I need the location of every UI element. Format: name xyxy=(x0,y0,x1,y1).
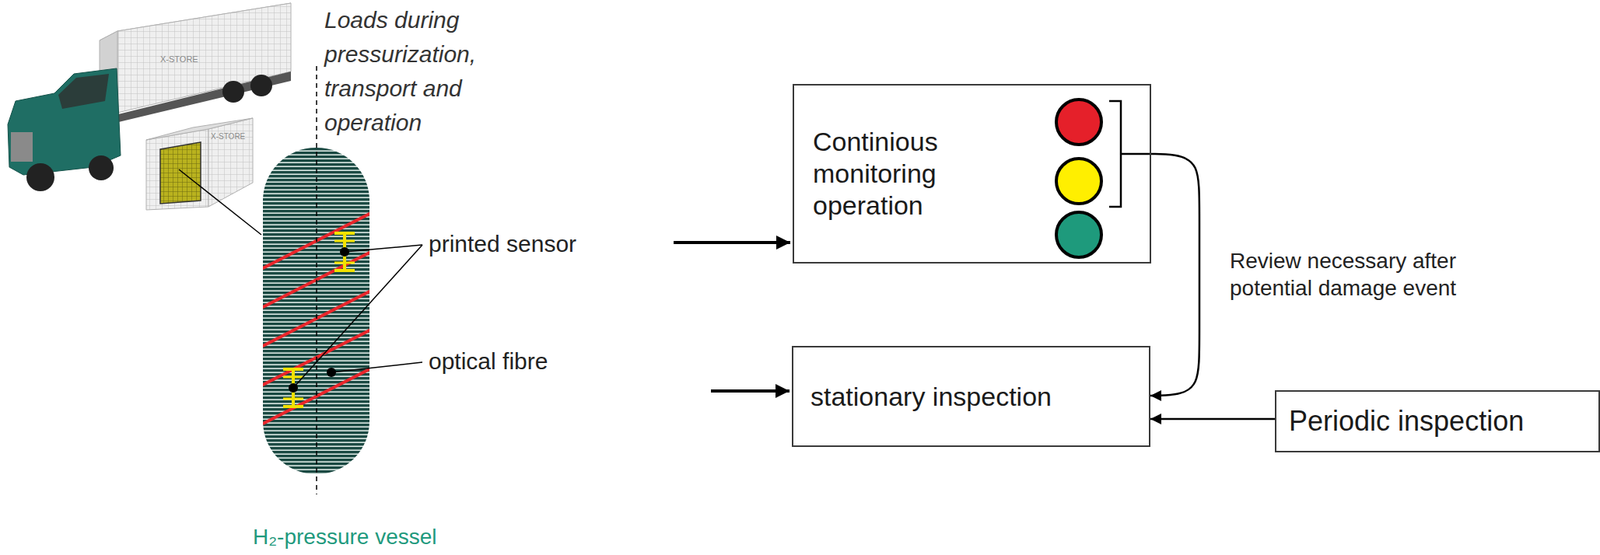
edge-label: Review necessary after potential damage … xyxy=(1229,247,1596,302)
sensor-symbol xyxy=(334,233,355,271)
truck-illustration xyxy=(250,74,273,97)
bracket xyxy=(1109,101,1121,207)
truck-illustration xyxy=(58,73,109,109)
sensor-symbol xyxy=(334,262,355,265)
truck-illustration xyxy=(7,3,291,211)
input-arrow xyxy=(673,241,791,245)
traffic-light xyxy=(1056,99,1102,258)
traffic-light xyxy=(1056,158,1102,204)
truck-illustration xyxy=(108,71,291,125)
axis-line xyxy=(315,66,318,495)
sensor-symbol xyxy=(334,231,355,235)
container-marking: X-STORE xyxy=(210,132,246,142)
traffic-light xyxy=(1056,99,1102,145)
part-label: printed sensor xyxy=(428,230,577,259)
leader-dot xyxy=(288,383,298,393)
truck-illustration xyxy=(26,163,55,192)
monitoring-box: Continious monitoring operation xyxy=(792,84,1152,264)
vessel-caption: H₂-pressure vessel xyxy=(252,524,438,551)
input-arrow xyxy=(710,389,790,393)
leader-dot xyxy=(339,247,350,257)
sensor-symbol xyxy=(283,398,304,401)
input-arrow xyxy=(673,242,791,392)
inspection-box: Periodic inspection xyxy=(1274,390,1600,453)
bracket xyxy=(1120,153,1152,156)
leader-line xyxy=(293,245,423,389)
box-label: Continious monitoring operation xyxy=(812,126,984,221)
traffic-light xyxy=(1056,212,1102,258)
box-label: Periodic inspection xyxy=(1288,404,1524,438)
sensor-symbol xyxy=(283,405,304,409)
bracket xyxy=(1109,101,1152,207)
leader-line xyxy=(178,169,262,235)
inspection-box: stationary inspection xyxy=(791,346,1151,448)
truck-illustration xyxy=(10,132,33,162)
truck-illustration xyxy=(146,129,209,211)
leader-dot xyxy=(326,367,337,378)
box-label: stationary inspection xyxy=(810,381,1052,414)
sensor-symbol xyxy=(283,369,304,407)
leader-line xyxy=(344,245,423,253)
truck-illustration xyxy=(160,142,201,204)
part-label: optical fibre xyxy=(428,347,548,376)
leader-dot xyxy=(288,247,350,393)
flow-connector xyxy=(1150,154,1200,396)
truck-illustration xyxy=(208,118,253,207)
sensor-symbol xyxy=(334,269,355,273)
sensor-symbol xyxy=(334,240,355,243)
sensor-symbol xyxy=(283,367,304,372)
sensor-symbol xyxy=(283,376,304,379)
truck-illustration xyxy=(222,80,245,103)
leader-line xyxy=(293,245,423,389)
container-marking: X-STORE xyxy=(160,54,199,65)
truck-illustration xyxy=(88,155,114,181)
load-note: Loads during pressurization, transport a… xyxy=(324,3,512,141)
leader-line xyxy=(331,362,423,373)
flow-connector xyxy=(1150,418,1275,421)
